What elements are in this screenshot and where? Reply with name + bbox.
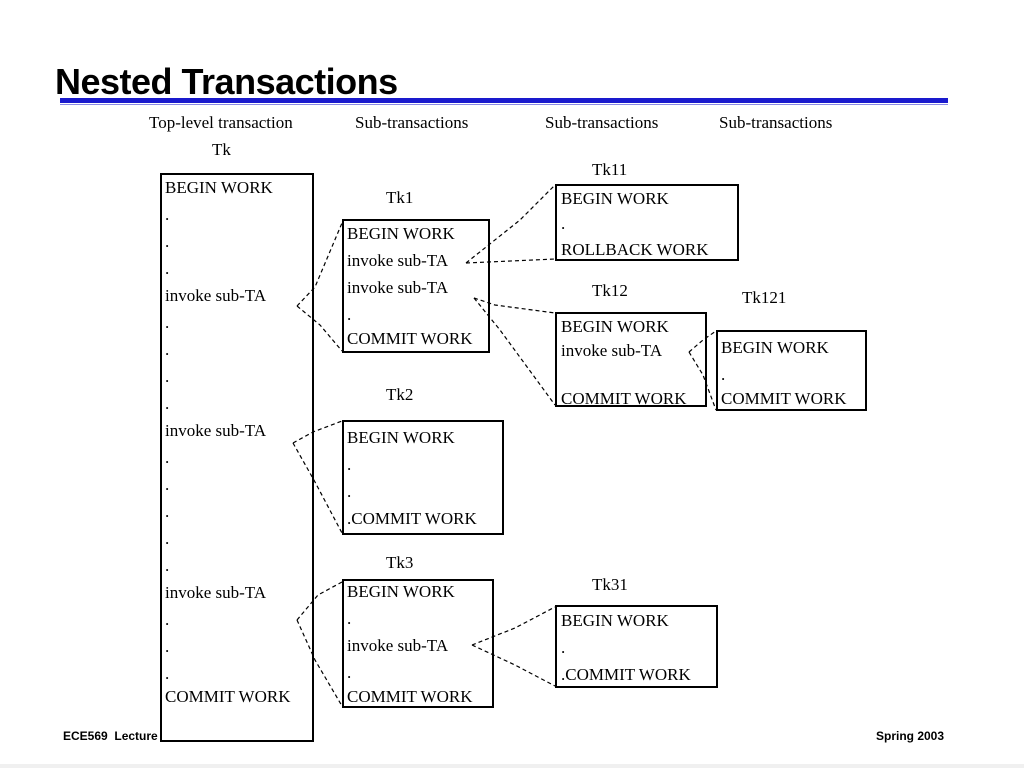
- tk-line: .: [165, 259, 170, 278]
- tk-line: .: [165, 205, 170, 224]
- transaction-box-tk1: BEGIN WORK invoke sub-TA invoke sub-TA .…: [342, 219, 490, 353]
- label-tk3: Tk3: [386, 553, 414, 572]
- tk-line: .: [165, 475, 170, 494]
- tk1-line: invoke sub-TA: [347, 278, 449, 297]
- tk3-line: invoke sub-TA: [347, 636, 449, 655]
- tk121-line: BEGIN WORK: [721, 338, 829, 357]
- tk-line: invoke sub-TA: [165, 583, 267, 602]
- tk31-line: .COMMIT WORK: [561, 665, 691, 684]
- tk3-line: BEGIN WORK: [347, 582, 455, 601]
- tk-line: invoke sub-TA: [165, 286, 267, 305]
- transaction-box-tk12: BEGIN WORK invoke sub-TA COMMIT WORK: [555, 312, 707, 408]
- tk121-line: .: [721, 365, 726, 384]
- transaction-box-tk: BEGIN WORK . . . invoke sub-TA . . . . i…: [160, 173, 314, 742]
- tk-line: .: [165, 394, 170, 413]
- header-top-level: Top-level transaction: [149, 113, 293, 132]
- slide-title: Nested Transactions: [55, 61, 398, 102]
- bottom-strip: [0, 764, 1024, 768]
- tk-line: .: [165, 637, 170, 656]
- title-underline-shadow: [60, 104, 948, 105]
- tk12-line: invoke sub-TA: [561, 341, 663, 360]
- footer-term: Spring 2003: [876, 729, 945, 743]
- tk-line: .: [165, 610, 170, 629]
- tk121-line: COMMIT WORK: [721, 389, 847, 408]
- tk-line: .: [165, 367, 170, 386]
- header-sub-transactions-2: Sub-transactions: [545, 113, 659, 132]
- tk-line: .: [165, 556, 170, 575]
- tk2-line: .: [347, 455, 352, 474]
- tk-line: .: [165, 529, 170, 548]
- tk2-line: .COMMIT WORK: [347, 509, 477, 528]
- tk-line: .: [165, 313, 170, 332]
- tk-line: invoke sub-TA: [165, 421, 267, 440]
- label-tk2: Tk2: [386, 385, 414, 404]
- tk-line: COMMIT WORK: [165, 687, 291, 706]
- tk-line: .: [165, 232, 170, 251]
- tk12-line: COMMIT WORK: [561, 389, 687, 408]
- tk11-line: BEGIN WORK: [561, 189, 669, 208]
- tk1-line: COMMIT WORK: [347, 329, 473, 348]
- label-tk31: Tk31: [592, 575, 628, 594]
- tk1-line: .: [347, 305, 352, 324]
- tk-line: BEGIN WORK: [165, 178, 273, 197]
- tk3-line: COMMIT WORK: [347, 687, 473, 706]
- tk-line: .: [165, 340, 170, 359]
- label-tk11: Tk11: [592, 160, 628, 179]
- tk2-line: .: [347, 482, 352, 501]
- tk12-line: BEGIN WORK: [561, 317, 669, 336]
- tk3-line: .: [347, 663, 352, 682]
- footer-course: ECE569 Lecture: [63, 729, 158, 743]
- tk1-line: invoke sub-TA: [347, 251, 449, 270]
- tk31-line: .: [561, 638, 566, 657]
- transaction-box-tk121: BEGIN WORK . COMMIT WORK: [716, 330, 867, 411]
- title-underline: [60, 98, 948, 103]
- tk1-line: BEGIN WORK: [347, 224, 455, 243]
- tk31-line: BEGIN WORK: [561, 611, 669, 630]
- tk-line: .: [165, 502, 170, 521]
- tk-line: .: [165, 448, 170, 467]
- label-tk1: Tk1: [386, 188, 414, 207]
- header-sub-transactions-1: Sub-transactions: [355, 113, 469, 132]
- tk2-line: BEGIN WORK: [347, 428, 455, 447]
- transaction-box-tk3: BEGIN WORK . invoke sub-TA . COMMIT WORK: [342, 579, 494, 708]
- tk11-line: ROLLBACK WORK: [561, 240, 709, 259]
- tk3-line: .: [347, 609, 352, 628]
- label-tk12: Tk12: [592, 281, 628, 300]
- transaction-box-tk2: BEGIN WORK . . .COMMIT WORK: [342, 420, 504, 535]
- tk-line: .: [165, 664, 170, 683]
- transaction-box-tk11: BEGIN WORK . ROLLBACK WORK: [555, 184, 739, 261]
- label-tk121: Tk121: [742, 288, 787, 307]
- header-sub-transactions-3: Sub-transactions: [719, 113, 833, 132]
- transaction-box-tk31: BEGIN WORK . .COMMIT WORK: [555, 605, 718, 688]
- tk11-line: .: [561, 214, 566, 233]
- label-tk: Tk: [212, 140, 231, 159]
